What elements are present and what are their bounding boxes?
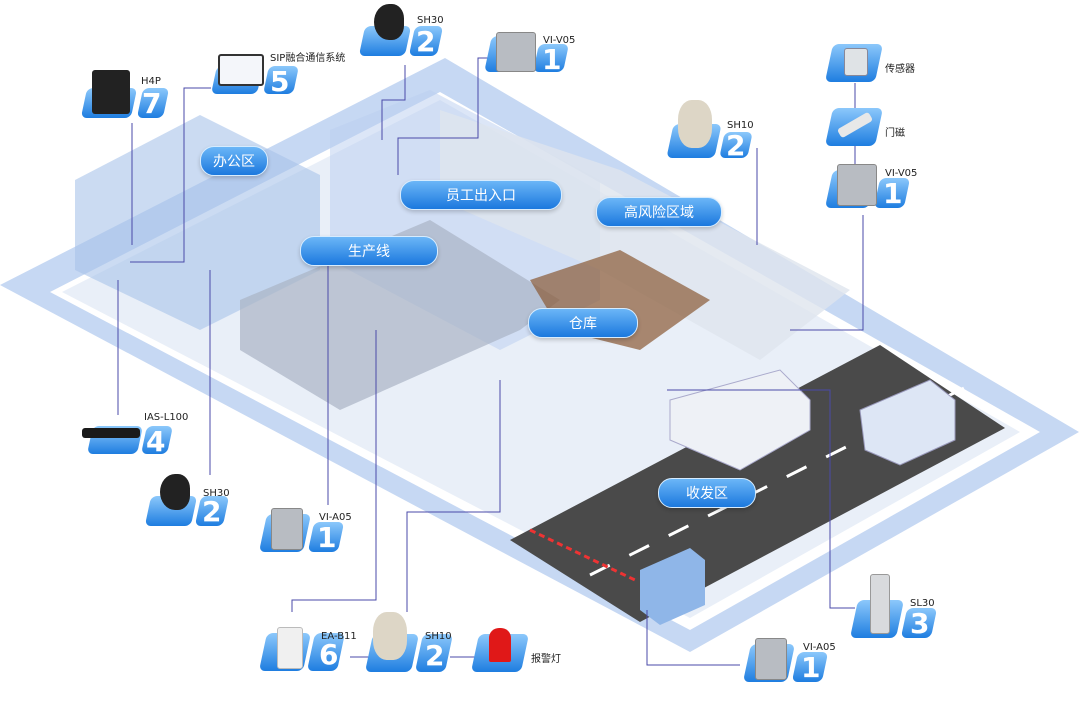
ip-phone-icon: [92, 70, 130, 114]
column-speaker-icon: [870, 574, 890, 634]
intercom-icon: [755, 638, 787, 680]
intercom-icon: [496, 32, 536, 72]
device-label: VI-V05: [543, 35, 576, 46]
device-count: 2: [425, 639, 445, 672]
van: [859, 379, 956, 466]
guard-booth: [640, 548, 705, 625]
production-line: [240, 220, 560, 410]
zone-office: 办公区: [200, 146, 268, 176]
intercom-icon: [837, 164, 877, 206]
device-label: EA-B11: [321, 631, 357, 642]
device-label: 门磁: [885, 128, 905, 139]
monitor-icon: [218, 54, 264, 86]
zone-production: 生产线: [300, 236, 438, 266]
device-label: VI-A05: [319, 512, 352, 523]
connection-lines: [117, 57, 864, 666]
device-count: 1: [801, 651, 821, 684]
device-count: 7: [142, 87, 162, 120]
zone-entrance: 员工出入口: [400, 180, 562, 210]
alarm-button-icon: [277, 627, 303, 669]
device-label: SL30: [910, 598, 935, 609]
device-label: SH10: [425, 631, 452, 642]
truck: [669, 369, 811, 471]
device-label: SH30: [203, 488, 230, 499]
zone-warehouse: 仓库: [528, 308, 638, 338]
device-count: 4: [146, 425, 166, 458]
server-icon: [82, 428, 140, 438]
device-label: VI-V05: [885, 168, 918, 179]
device-label: IAS-L100: [144, 412, 189, 423]
zone-high-risk: 高风险区域: [596, 197, 722, 227]
zone-shipping: 收发区: [658, 478, 756, 508]
device-count: 6: [319, 638, 339, 671]
fence-area: [440, 110, 850, 360]
device-count: 1: [317, 521, 337, 554]
sensor-icon: [844, 48, 868, 76]
device-count: 3: [910, 607, 930, 640]
horn-speaker-icon: [160, 474, 190, 510]
device-label: SH10: [727, 120, 754, 131]
device-count: 2: [416, 25, 436, 58]
horn-speaker-icon: [374, 4, 404, 40]
device-count: 1: [542, 43, 562, 76]
device-label: 传感器: [885, 64, 915, 75]
device-label: H4P: [141, 76, 161, 87]
device-count: 2: [726, 129, 746, 162]
device-count: 1: [883, 177, 903, 210]
device-count: 2: [202, 495, 222, 528]
device-label: SH30: [417, 15, 444, 26]
horn-speaker-icon: [373, 612, 407, 660]
device-label: VI-A05: [803, 642, 836, 653]
device-label: SIP融合通信系统: [270, 53, 346, 64]
intercom-icon: [271, 508, 303, 550]
horn-speaker-icon: [678, 100, 712, 148]
device-label: 报警灯: [531, 654, 561, 665]
device-count: 5: [270, 65, 290, 98]
alarm-light-icon: [489, 628, 511, 662]
